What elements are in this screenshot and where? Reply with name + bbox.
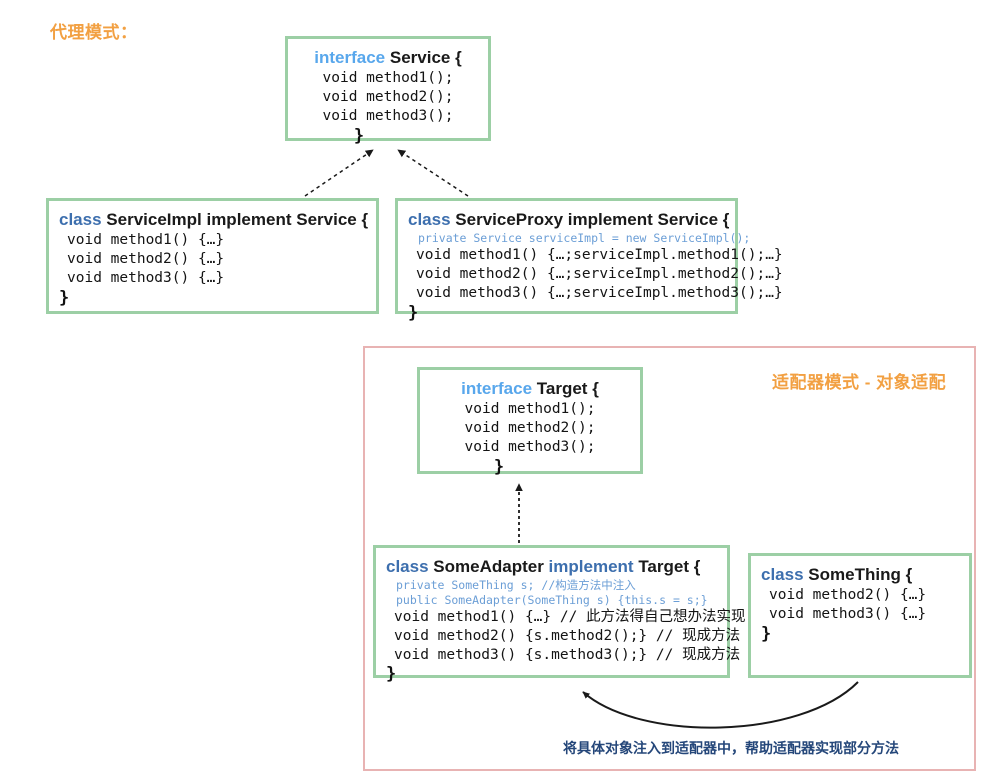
- target-close-brace: }: [493, 456, 505, 477]
- serviceimpl-method-2: void method2() {…}: [67, 251, 225, 268]
- proxy-pattern-title: 代理模式：: [50, 23, 138, 42]
- serviceproxy-field-declaration: private Service serviceImpl = new Servic…: [418, 231, 751, 246]
- keyword-interface: interface: [461, 379, 533, 398]
- class-box-target-interface[interactable]: interface Target { void method1(); void …: [417, 367, 643, 477]
- service-method-2: void method2();: [322, 89, 454, 106]
- type-name: Target: [536, 379, 588, 398]
- serviceimpl-method-3: void method3() {…}: [67, 270, 225, 287]
- type-name: SomeThing: [808, 565, 901, 584]
- adapter-pattern-group-box: [363, 346, 976, 771]
- class-box-service-interface[interactable]: interface Service { void method1(); void…: [285, 36, 491, 146]
- supertype-name: Service: [657, 210, 719, 229]
- service-close-brace: }: [353, 125, 365, 146]
- someadapter-close-brace: }: [386, 664, 397, 685]
- serviceproxy-header: class ServiceProxy implement Service {: [408, 208, 729, 231]
- open-brace: {: [722, 210, 730, 229]
- type-name: ServiceImpl: [106, 210, 202, 229]
- keyword-class: class: [408, 210, 451, 229]
- class-box-service-proxy[interactable]: class ServiceProxy implement Service { p…: [395, 198, 783, 323]
- serviceimpl-method-1: void method1() {…}: [67, 232, 225, 249]
- keyword-implement: implement: [548, 557, 634, 576]
- serviceimpl-close-brace: }: [59, 287, 70, 308]
- class-box-some-thing[interactable]: class SomeThing { void method2() {…} voi…: [748, 553, 972, 678]
- someadapter-method-1: void method1() {…} // 此方法得自己想办法实现: [394, 608, 746, 625]
- someadapter-constructor: public SomeAdapter(SomeThing s) {this.s …: [396, 593, 708, 608]
- something-close-brace: }: [761, 624, 772, 645]
- type-name: SomeAdapter: [433, 557, 544, 576]
- serviceproxy-method-1: void method1() {…;serviceImpl.method1();…: [416, 247, 783, 264]
- service-header: interface Service {: [298, 46, 478, 69]
- class-box-service-impl[interactable]: class ServiceImpl implement Service { vo…: [46, 198, 379, 314]
- supertype-name: Service: [296, 210, 357, 229]
- open-brace: {: [592, 379, 599, 398]
- open-brace: {: [905, 565, 913, 584]
- someadapter-method-3: void method3() {s.method3();} // 现成方法: [394, 646, 741, 663]
- type-name: ServiceProxy: [455, 210, 564, 229]
- open-brace: {: [361, 210, 369, 229]
- keyword-implement: implement: [567, 210, 653, 229]
- keyword-class: class: [761, 565, 804, 584]
- keyword-class: class: [59, 210, 102, 229]
- class-box-some-adapter[interactable]: class SomeAdapter implement Target { pri…: [373, 545, 746, 684]
- target-method-2: void method2();: [464, 420, 596, 437]
- open-brace: {: [455, 48, 462, 67]
- someadapter-field-declaration: private SomeThing s; //构造方法中注入: [396, 578, 636, 593]
- someadapter-header: class SomeAdapter implement Target {: [386, 555, 717, 578]
- service-name-wrap: Service {: [385, 48, 462, 67]
- supertype-name: Target: [638, 557, 690, 576]
- arrow-serviceproxy-implements-service: [397, 149, 469, 197]
- adapter-pattern-title: 适配器模式 - 对象适配: [772, 373, 947, 392]
- keyword-implement: implement: [206, 210, 292, 229]
- something-method-3: void method3() {…}: [769, 606, 927, 623]
- something-method-2: void method2() {…}: [769, 587, 927, 604]
- service-method-1: void method1();: [322, 70, 454, 87]
- something-header: class SomeThing {: [761, 563, 959, 586]
- type-name: Service: [389, 48, 451, 67]
- target-method-3: void method3();: [464, 439, 596, 456]
- serviceproxy-method-3: void method3() {…;serviceImpl.method3();…: [416, 284, 783, 301]
- someadapter-method-2: void method2() {s.method2();} // 现成方法: [394, 627, 741, 644]
- target-header: interface Target {: [430, 377, 630, 400]
- serviceproxy-method-2: void method2() {…;serviceImpl.method2();…: [416, 266, 783, 283]
- service-method-3: void method3();: [322, 108, 454, 125]
- keyword-interface: interface: [314, 48, 386, 67]
- target-method-1: void method1();: [464, 401, 596, 418]
- serviceimpl-header: class ServiceImpl implement Service {: [59, 208, 369, 231]
- serviceproxy-close-brace: }: [408, 302, 419, 323]
- injection-flow-caption: 将具体对象注入到适配器中，帮助适配器实现部分方法: [563, 740, 899, 756]
- arrow-serviceimpl-implements-service: [304, 149, 374, 197]
- open-brace: {: [693, 557, 701, 576]
- keyword-class: class: [386, 557, 429, 576]
